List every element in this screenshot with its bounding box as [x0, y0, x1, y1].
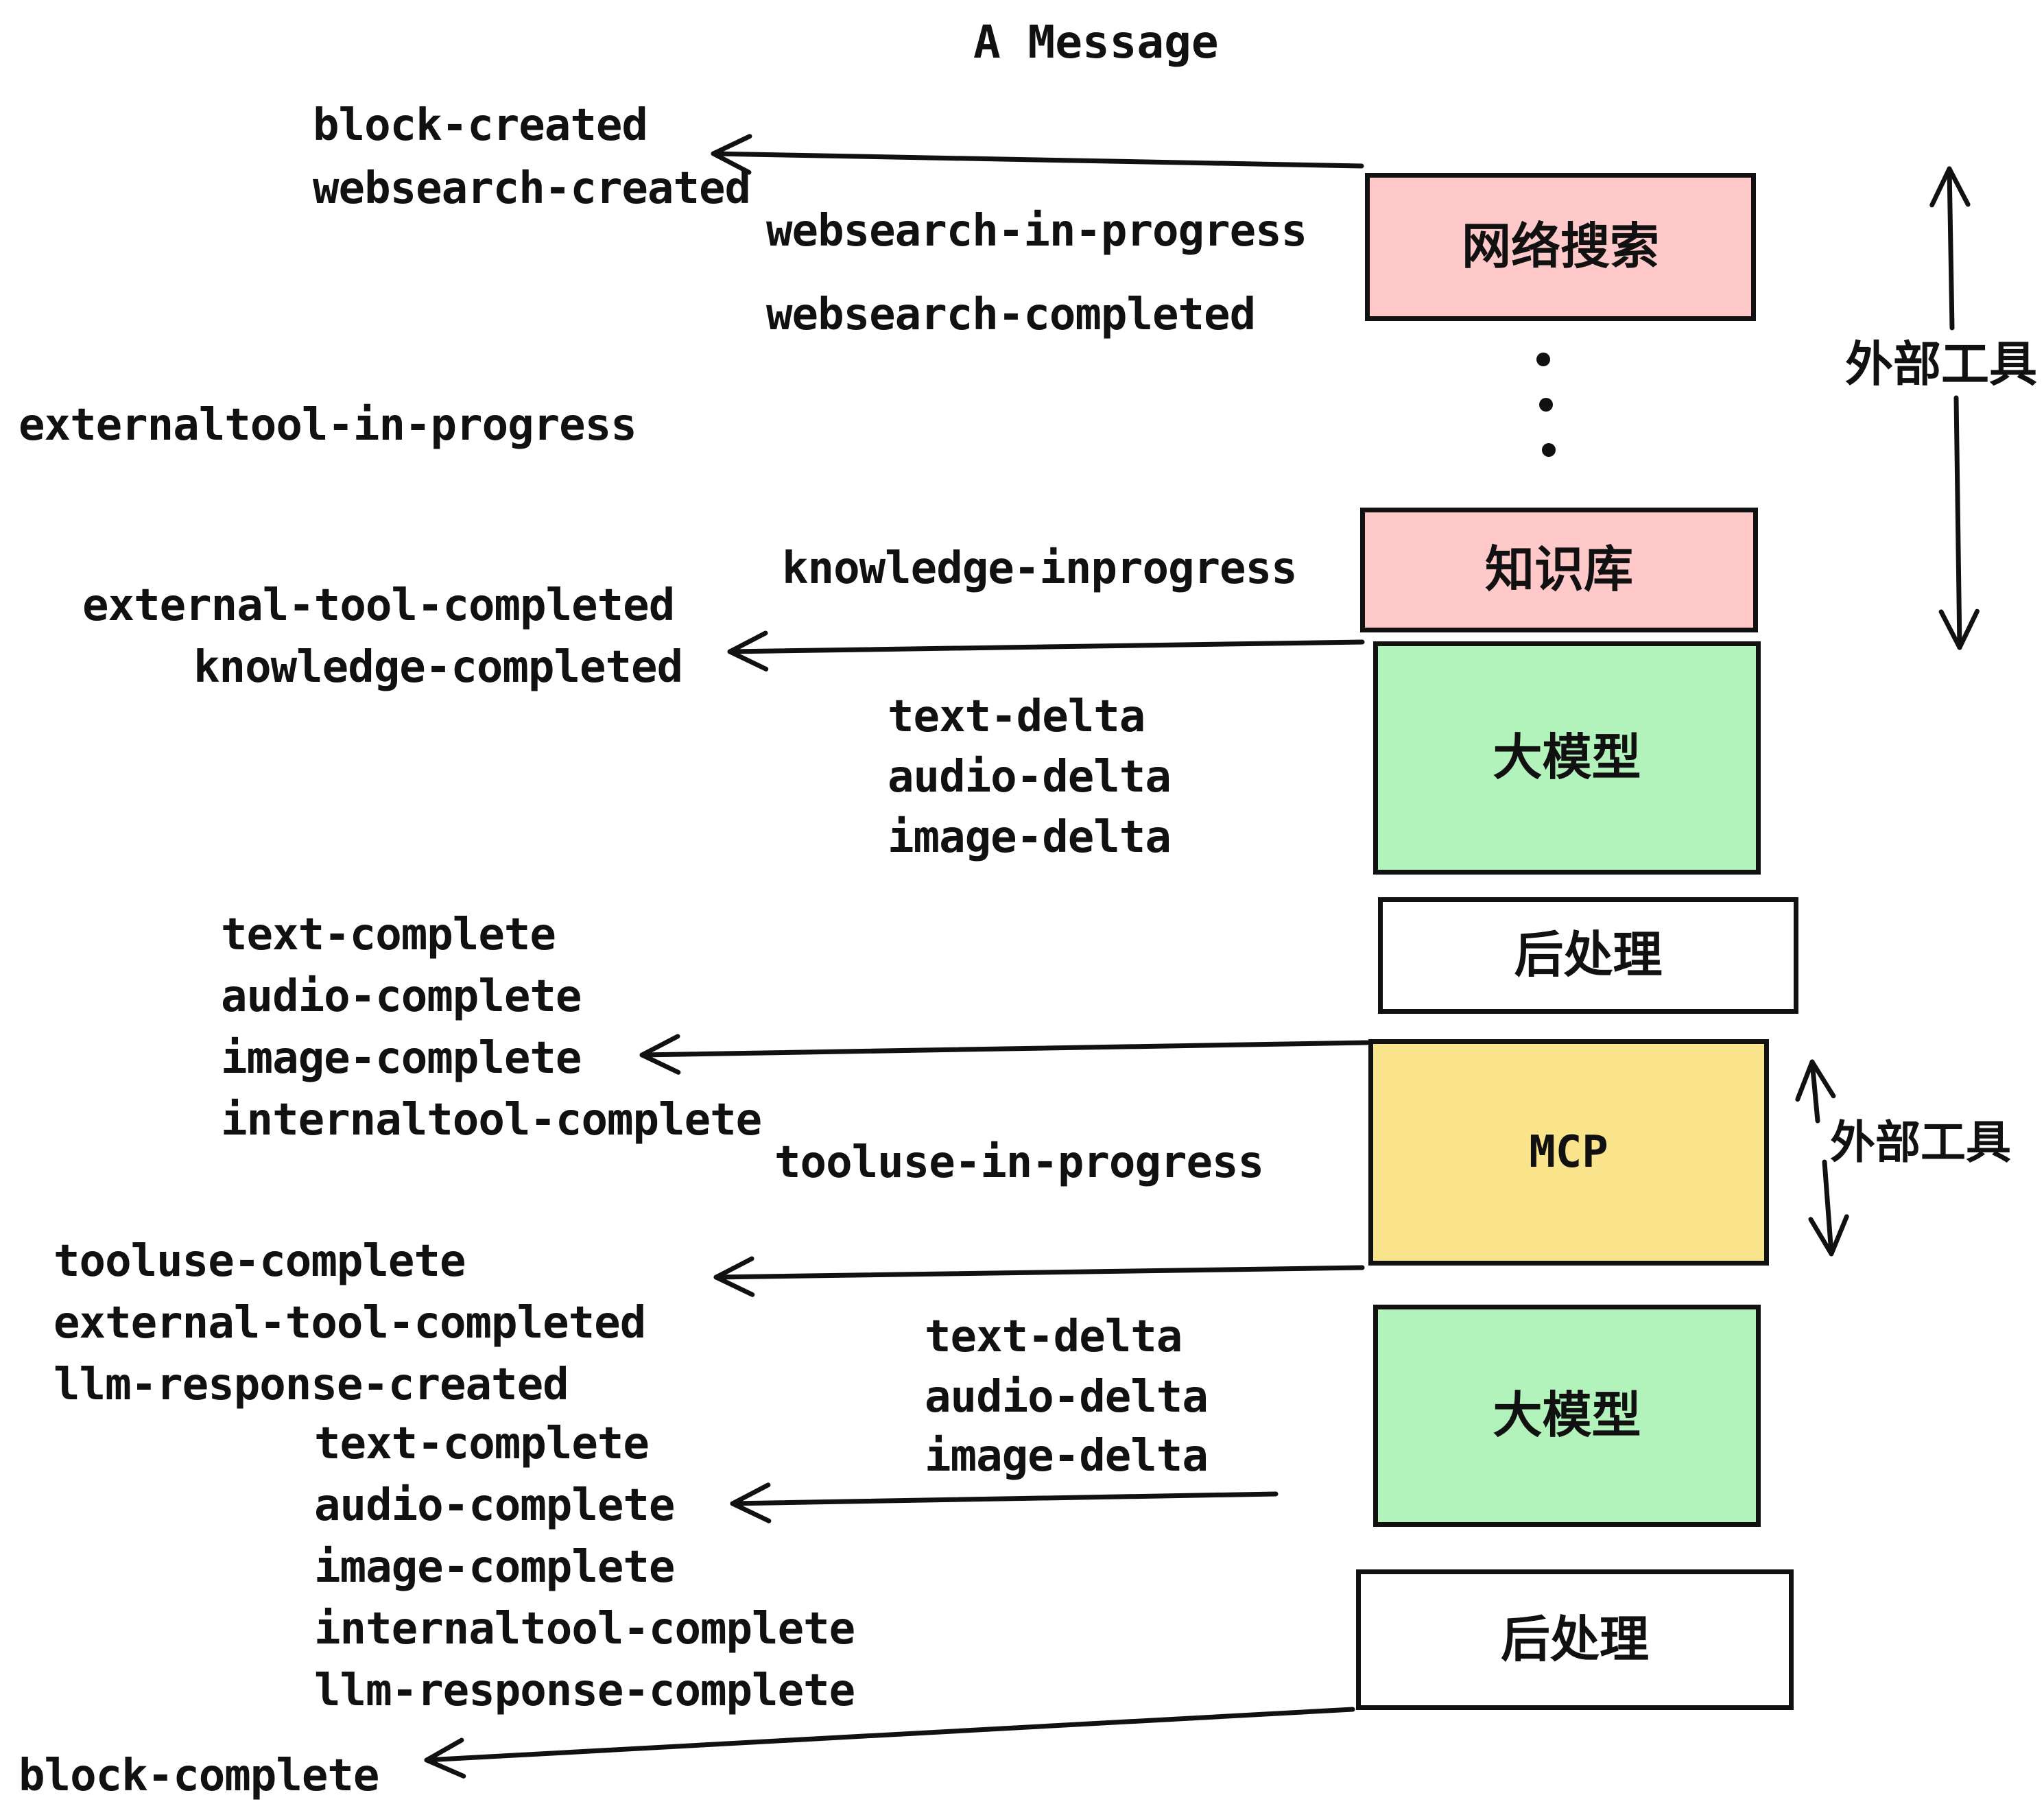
node-websearch-label: 网络搜索	[1461, 219, 1659, 274]
event-image-delta-top: image-delta	[888, 812, 1172, 863]
arrow-post-to-block-complete	[424, 1707, 1355, 1779]
arrow-llm-to-audio-complete	[730, 1482, 1279, 1523]
node-postprocess-bottom-label: 后处理	[1500, 1612, 1649, 1667]
external-tools-label-top: 外部工具	[1845, 337, 2037, 391]
event-internaltool-complete-top: internaltool-complete	[221, 1095, 762, 1146]
external-tools-label-bottom: 外部工具	[1830, 1117, 2011, 1167]
arrow-mcp-to-tooluse-complete	[713, 1256, 1365, 1297]
event-image-complete-bottom: image-complete	[314, 1542, 675, 1593]
event-text-complete-bottom: text-complete	[314, 1419, 650, 1469]
node-llm-top: 大模型	[1373, 641, 1761, 875]
event-knowledge-inprogress: knowledge-inprogress	[782, 543, 1298, 594]
event-text-delta-bottom: text-delta	[925, 1312, 1183, 1362]
event-websearch-completed: websearch-completed	[766, 289, 1256, 340]
diagram-title: A Message	[973, 16, 1219, 69]
vertical-ellipsis-dots	[1536, 353, 1556, 457]
event-external-tool-completed-top: external-tool-completed	[82, 580, 675, 631]
node-mcp: MCP	[1368, 1039, 1769, 1266]
event-tooluse-in-progress: tooluse-in-progress	[774, 1137, 1264, 1188]
event-external-tool-completed-bottom: external-tool-completed	[54, 1298, 646, 1349]
node-llm-bottom: 大模型	[1373, 1305, 1761, 1527]
event-websearch-in-progress: websearch-in-progress	[766, 206, 1307, 257]
node-knowledge-base: 知识库	[1360, 508, 1758, 632]
event-text-complete-top: text-complete	[221, 910, 556, 960]
node-knowledge-base-label: 知识库	[1484, 543, 1633, 597]
arrow-knowledge-to-knowledge-completed	[727, 630, 1365, 672]
event-audio-complete-bottom: audio-complete	[314, 1480, 675, 1531]
event-image-complete-top: image-complete	[221, 1033, 582, 1084]
external-tools-bottom-up-arrow	[1795, 1059, 1836, 1124]
node-llm-bottom-label: 大模型	[1493, 1388, 1641, 1443]
event-block-complete: block-complete	[19, 1750, 379, 1801]
event-text-delta-top: text-delta	[888, 691, 1145, 742]
event-llm-response-complete: llm-response-complete	[314, 1665, 855, 1716]
arrow-mcp-to-image-complete	[639, 1034, 1370, 1075]
event-audio-complete-top: audio-complete	[221, 971, 582, 1022]
event-tooluse-complete: tooluse-complete	[54, 1236, 466, 1287]
external-tools-top-up-arrow	[1929, 166, 1971, 331]
node-websearch: 网络搜索	[1365, 173, 1756, 321]
external-tools-bottom-down-arrow	[1808, 1159, 1849, 1257]
node-llm-top-label: 大模型	[1493, 731, 1641, 785]
event-knowledge-completed: knowledge-completed	[193, 642, 683, 693]
event-llm-response-created: llm-response-created	[54, 1360, 569, 1410]
node-postprocess-top: 后处理	[1378, 897, 1798, 1014]
event-audio-delta-top: audio-delta	[888, 752, 1172, 803]
event-block-created: block-created	[313, 100, 648, 151]
node-postprocess-top-label: 后处理	[1514, 928, 1663, 983]
event-websearch-created: websearch-created	[313, 163, 751, 214]
node-mcp-label: MCP	[1529, 1127, 1608, 1178]
event-image-delta-bottom: image-delta	[925, 1431, 1209, 1482]
external-tools-top-down-arrow	[1938, 395, 1980, 650]
event-audio-delta-bottom: audio-delta	[925, 1372, 1209, 1423]
arrow-websearch-to-block-created	[711, 134, 1364, 175]
node-postprocess-bottom: 后处理	[1356, 1569, 1794, 1710]
event-internaltool-complete-bottom: internaltool-complete	[314, 1604, 855, 1654]
event-externaltool-in-progress: externaltool-in-progress	[19, 400, 637, 451]
